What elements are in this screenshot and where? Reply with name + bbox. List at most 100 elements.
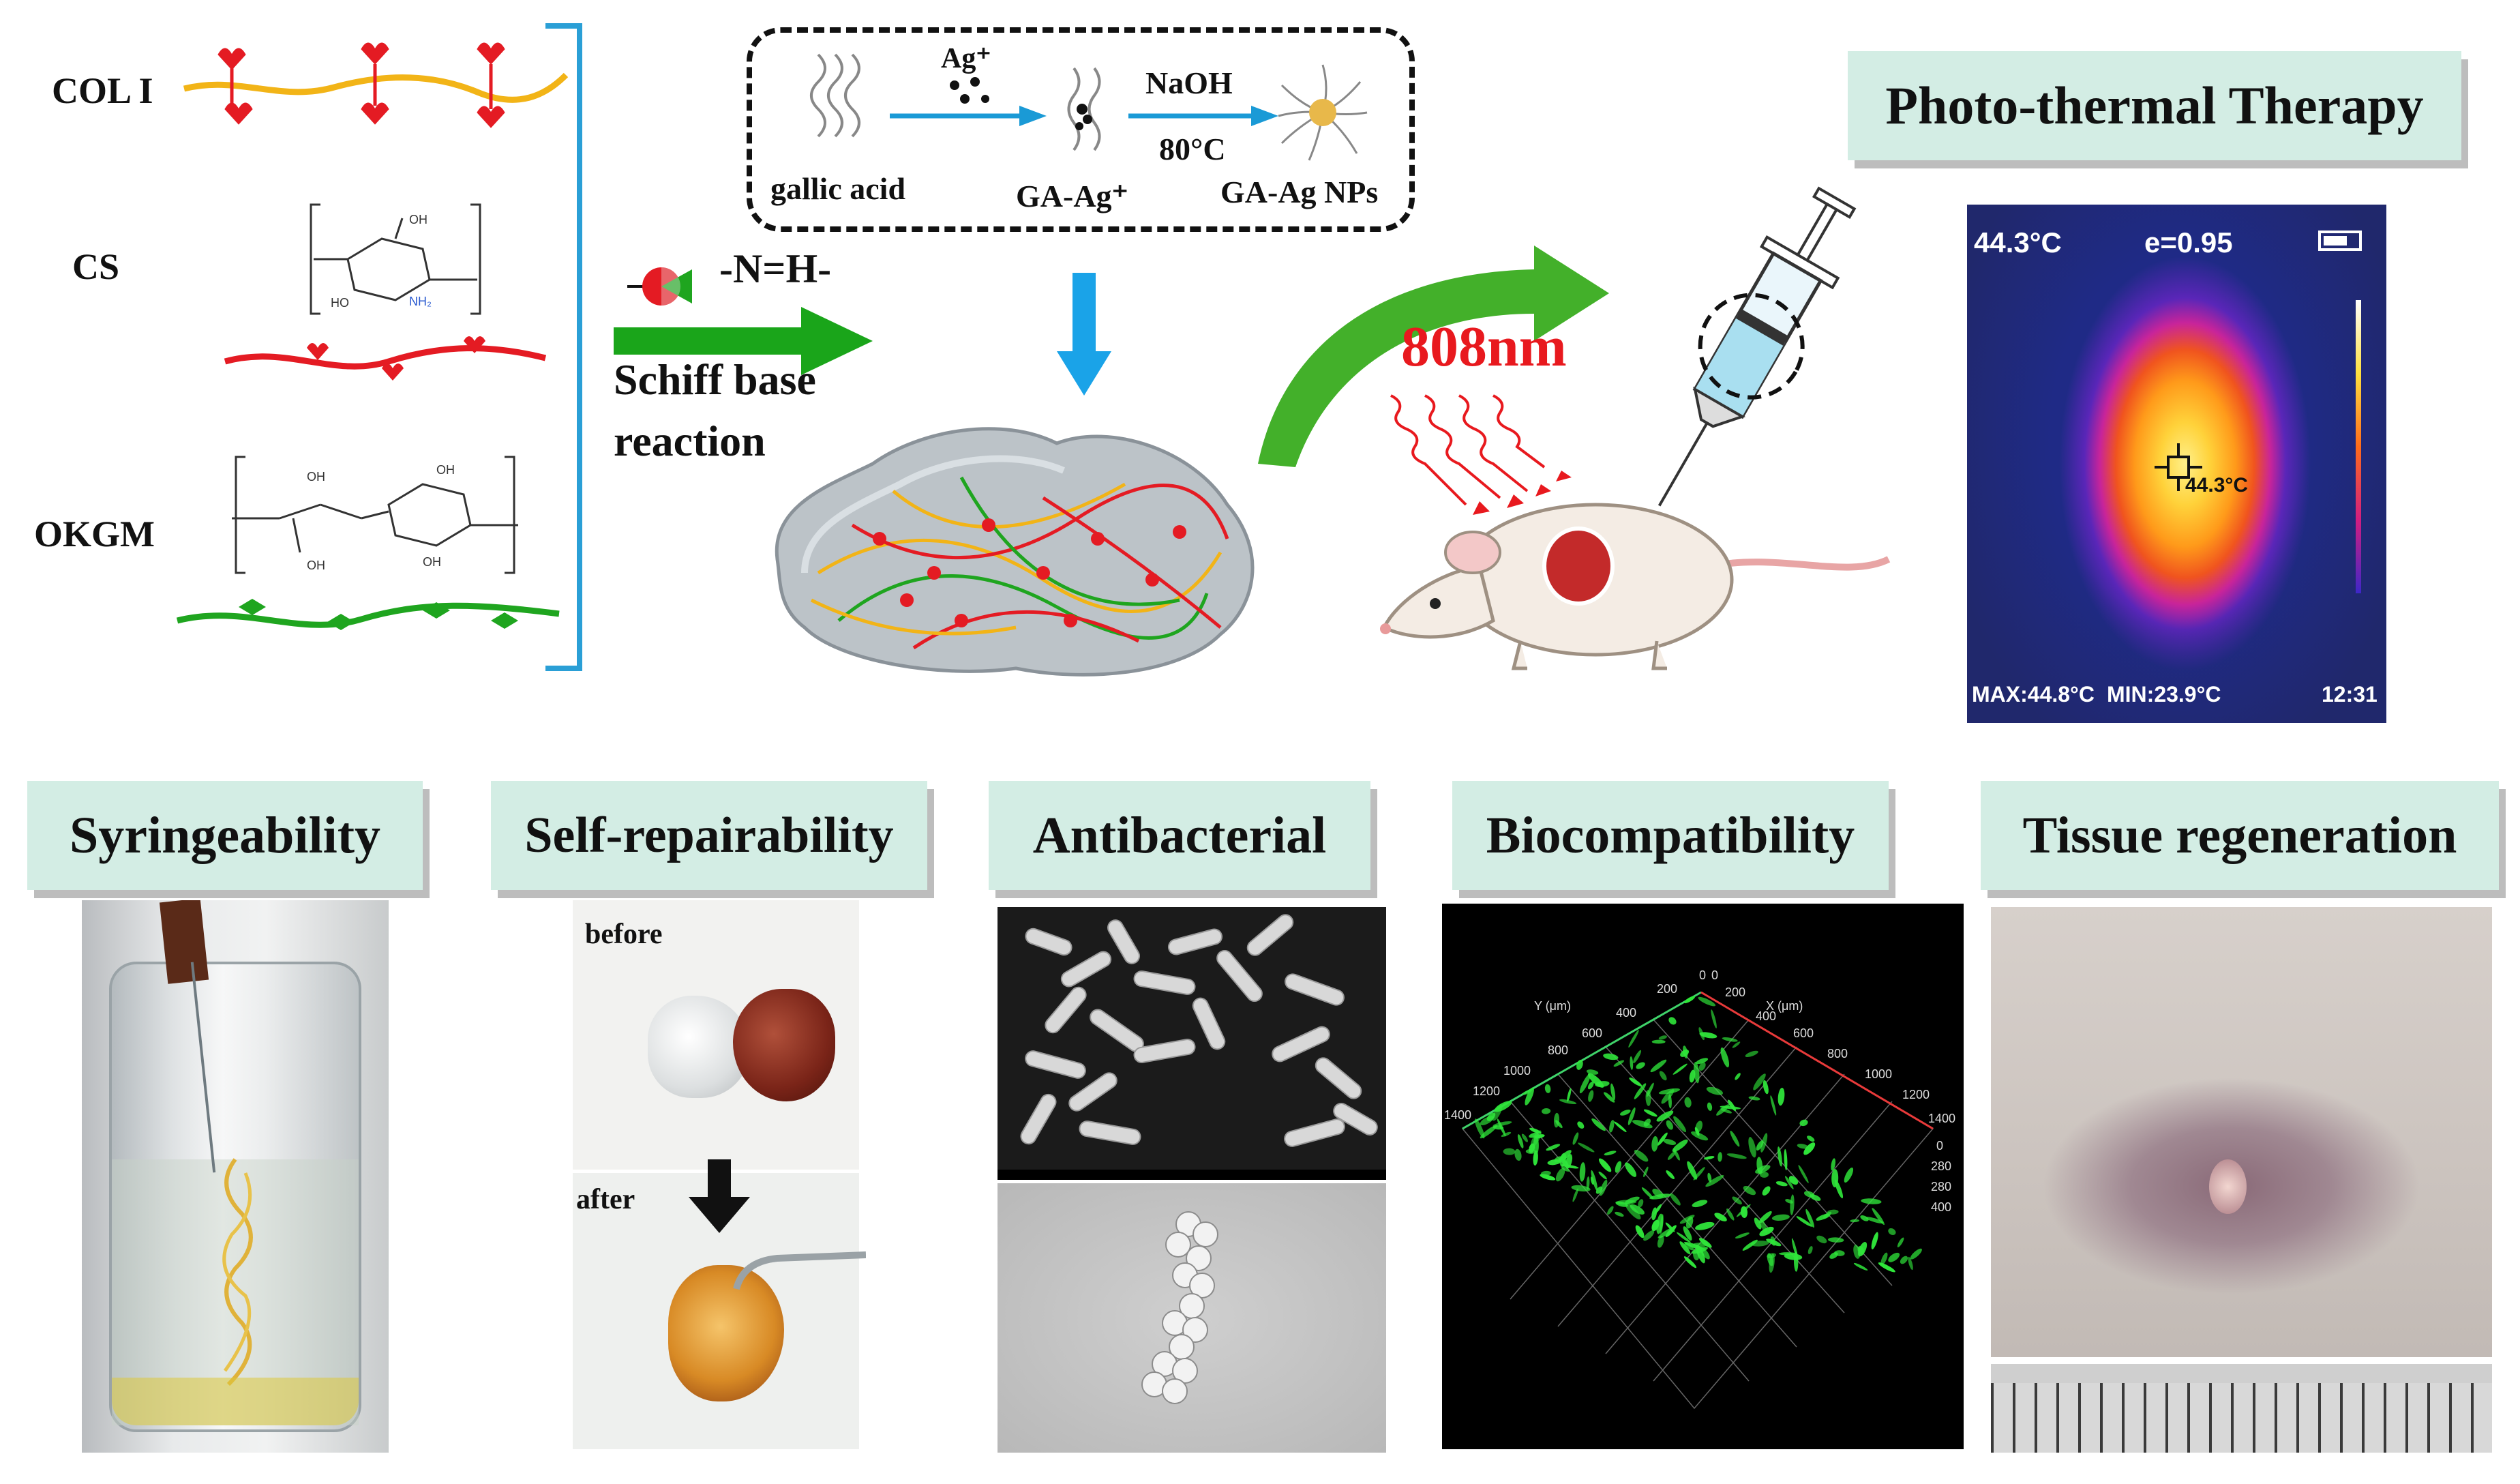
cell-mark [1687,1161,1698,1180]
confocal-ytick-200: 200 [1657,982,1678,996]
cell-mark [1533,1151,1538,1166]
cell-mark [1696,1244,1705,1264]
cell-mark [1706,1086,1724,1095]
cell-mark [1625,1202,1641,1220]
thermal-time: 12:31 [2322,682,2378,707]
cell-mark [1615,1161,1622,1173]
confocal-xtick-200: 200 [1725,985,1746,999]
svg-text:HO: HO [331,296,349,310]
cell-mark [1666,1170,1675,1179]
ga-ag-icon [1067,67,1101,151]
schiff-line2: reaction [614,417,766,465]
thermal-temp-top: 44.3°C [1974,226,2062,258]
cell-mark [1897,1237,1904,1247]
reaction-icon [627,267,692,306]
cell-mark [1615,1211,1624,1217]
cell-mark [1572,1132,1579,1145]
cell-mark [1663,1139,1677,1145]
cell-mark [1698,996,1716,1007]
cell-mark [1857,1246,1865,1255]
confocal-ytick-1400: 1400 [1444,1108,1472,1122]
thermal-min: MIN:23.9°C [2107,682,2221,707]
cell-mark [1748,1137,1756,1158]
confocal-xtick-800: 800 [1827,1047,1848,1060]
cell-mark [1578,1142,1595,1153]
cell-mark [1614,1121,1627,1133]
ag-dots [950,77,989,104]
cell-mark [1525,1087,1534,1105]
ga-ag-np-icon [1278,64,1368,161]
confocal-ytick-1000: 1000 [1503,1064,1531,1078]
cell-mark [1514,1148,1522,1161]
cell-mark [1704,1156,1715,1160]
cell-mark [1775,1181,1788,1187]
cell-mark [1684,1097,1692,1108]
cell-mark [1492,1121,1512,1127]
cell-mark [1641,1187,1654,1200]
confocal-xtick-1200: 1200 [1902,1088,1930,1101]
bracket [545,23,582,671]
cell-mark [1705,1175,1724,1187]
cell-mark [1587,1081,1594,1090]
cell-mark [1707,1102,1713,1111]
gel-brown [733,989,835,1101]
cell-mark [1567,1088,1572,1102]
cell-mark [1807,1136,1815,1142]
synthesis-box [747,27,1415,232]
cell-mark [1865,1217,1884,1223]
cell-mark [1651,1039,1666,1044]
cell-mark [1788,1176,1799,1185]
cell-mark [1698,1238,1712,1248]
cell-mark [1591,1170,1598,1191]
cell-mark [1831,1158,1836,1171]
cell-mark [1603,1053,1619,1060]
cell-mark [1656,1213,1664,1234]
cell-mark [1735,1232,1750,1238]
schiff-arrow [614,307,873,375]
confocal-image [1442,904,1964,1449]
sem-image-bottom [997,1183,1386,1453]
cell-mark [1544,1084,1551,1093]
cell-mark [1822,1211,1832,1219]
cell-mark [1658,1088,1680,1095]
label-okgm: OKGM [34,514,155,554]
cell-mark [1829,1252,1838,1259]
cell-mark [1762,1186,1771,1196]
cell-mark [1656,1110,1674,1122]
cell-mark [1650,1059,1667,1073]
arrow-naoh [1128,106,1278,126]
cell-mark [1684,996,1696,1004]
svg-text:OH: OH [423,555,441,569]
cell-mark [1695,1221,1715,1230]
confocal-y-label: Y (μm) [1534,999,1572,1013]
cell-mark [1726,1208,1735,1221]
cell-mark [1555,1168,1565,1182]
cell-mark [1659,1071,1667,1081]
cell-mark [1652,1189,1664,1198]
tag-antibacterial: Antibacterial [989,781,1370,890]
cell-mark [1576,1059,1583,1070]
cell-mark [1672,1063,1687,1075]
cell-mark [1591,1118,1606,1131]
cell-mark [1636,1062,1645,1069]
cell-mark [1620,1110,1631,1116]
cell-mark [1657,1132,1668,1146]
cell-mark [1908,1256,1913,1271]
label-after: after [576,1184,635,1215]
cell-mark [1828,1237,1844,1243]
gel-merged [668,1265,784,1401]
cell-mark [1691,1131,1709,1141]
cell-mark [1742,1239,1758,1251]
cell-mark [1517,1134,1524,1148]
hydrogel [775,427,1255,677]
cell-mark [1630,1056,1634,1070]
cell-mark [1900,1256,1908,1264]
cell-mark [1699,1032,1717,1039]
cell-mark [1638,1199,1644,1208]
okgm-structure: OH OH OH OH [176,456,560,630]
confocal-origin: 0 [1699,968,1707,982]
cell-mark [1716,1104,1730,1116]
cell-mark [1760,1219,1767,1233]
confocal-x-label: X (μm) [1766,999,1803,1013]
cell-mark [1693,1167,1705,1181]
